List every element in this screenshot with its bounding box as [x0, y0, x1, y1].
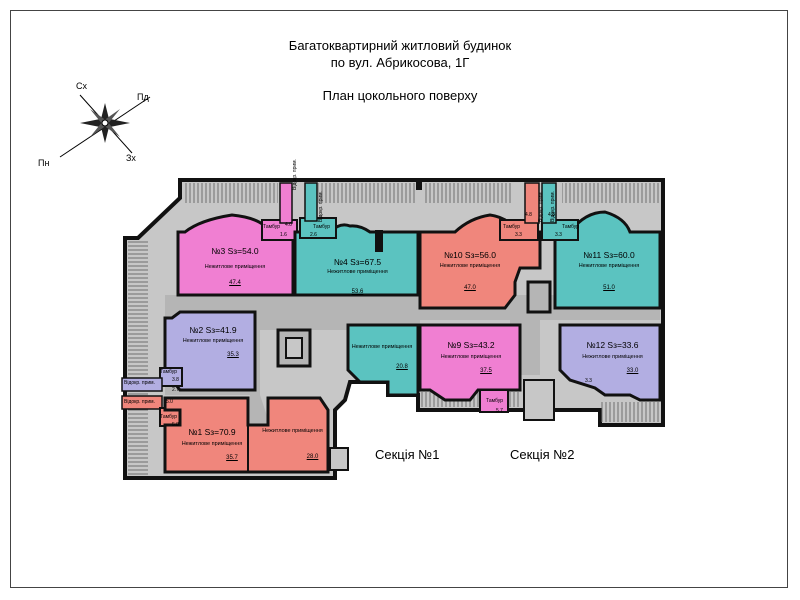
unit-12	[558, 323, 662, 402]
unit-4b-sub: Нежитлове приміщення	[351, 344, 413, 350]
compass-label-pd: Пд	[137, 92, 149, 102]
vestibule-u9	[479, 389, 509, 413]
compass-label-sx: Сх	[76, 81, 87, 91]
area-26-label: 2.6	[310, 232, 317, 238]
tambur-u4-label: Тамбур	[313, 224, 330, 230]
unit-1-title: №1 Sз=70.9	[188, 427, 236, 437]
storage-u11	[541, 182, 557, 224]
shaft-u4	[375, 230, 383, 252]
storage-u4	[304, 182, 318, 222]
unit-4-area: 53.6	[351, 289, 364, 295]
vidokr-u2	[121, 377, 163, 392]
unit-12-area: 33.0	[626, 368, 639, 374]
title-address: по вул. Абрикосова, 1Г	[330, 55, 470, 70]
vidokr-top3-label: Відокр. прим.	[538, 191, 544, 222]
compass-rose-icon	[59, 94, 151, 158]
compass-label-zx: Зх	[126, 153, 136, 163]
area-33b-label: 3.3	[555, 232, 562, 238]
area-27-label: 2.7	[172, 387, 179, 393]
unit-3-title: №3 Sз=54.0	[211, 246, 259, 256]
vidokr-u2-label: Відокр. прим.	[124, 380, 155, 386]
shaft-u1	[329, 447, 349, 471]
section-1-label: Секція №1	[375, 447, 440, 462]
stairs-left	[128, 240, 148, 475]
stairs-bottom-right	[600, 402, 660, 422]
unit-11-title: №11 Sз=60.0	[583, 250, 635, 260]
vestibule-u11	[541, 219, 579, 241]
corridor-main	[165, 295, 660, 425]
area-58-label: 5.8	[172, 422, 179, 428]
area-57-label: 5.7	[496, 408, 503, 414]
stairs-top-mid	[318, 183, 416, 203]
vidokr-u1-label: Відокр. прим.	[124, 399, 155, 405]
unit-2-area: 35.3	[227, 352, 239, 358]
area-33-label: 3.3	[515, 232, 522, 238]
area-40-label: 4.0	[285, 222, 292, 228]
unit-12-title: №12 Sз=33.6	[586, 340, 639, 350]
unit-10-sub: Нежитлове приміщення	[439, 263, 501, 269]
tambur-u10-label: Тамбур	[503, 224, 520, 230]
tambur-u1-label: Тамбур	[160, 414, 177, 420]
vestibule-u10	[499, 219, 539, 241]
tambur-u9-label: Тамбур	[486, 398, 503, 404]
unit-12-sub: Нежитлове приміщення	[582, 354, 643, 360]
unit-4-title: №4 Sз=67.5	[333, 257, 382, 267]
area-48a-label: 4.8	[525, 212, 532, 218]
unit-4-part2	[346, 323, 420, 397]
elevator-right	[526, 280, 552, 314]
stairs-top-right	[424, 183, 512, 203]
unit-2-sub: Нежитлове приміщення	[182, 338, 244, 344]
vidokr-u1	[121, 395, 163, 410]
vidokr-top1-label: Відокр. прим.	[292, 159, 298, 190]
drawing-frame	[10, 10, 788, 588]
vidokr-top4-label: Відокр. прим.	[550, 191, 556, 222]
unit-11-area: 51.0	[603, 285, 615, 291]
unit-9-sub: Нежитлове приміщення	[440, 354, 502, 360]
title-plan: План цокольного поверху	[322, 88, 478, 103]
tambur-u2-label: Тамбур	[160, 369, 177, 375]
tambur-u3-label: Тамбур	[263, 224, 280, 230]
core-inner	[285, 337, 303, 359]
tambur-u11-label: Тамбур	[562, 224, 579, 230]
vestibule-u4	[299, 217, 337, 239]
unit-11-sub: Нежитлове приміщення	[578, 263, 640, 269]
area-48b-label: 4.8	[548, 212, 555, 218]
shaft-bottom	[523, 379, 555, 421]
area-38-label: 3.8	[172, 377, 179, 383]
unit-4b-area: 20.8	[396, 364, 408, 370]
area-50-label: 5.0	[166, 399, 173, 405]
unit-10-area: 47.0	[464, 285, 476, 291]
unit-4-sub: Нежитлове приміщення	[327, 269, 388, 275]
title-building: Багатоквартирний житловий будинок	[288, 38, 512, 53]
area-16-label: 1.6	[280, 232, 287, 238]
unit-1	[163, 396, 330, 474]
area-33c-label: 3.3	[585, 378, 592, 384]
unit-1b-area: 28.0	[306, 454, 319, 460]
stairs-top-far	[562, 183, 660, 203]
unit-1b-sub: Нежитлове приміщення	[262, 428, 323, 434]
compass-label-pn: Пн	[38, 158, 50, 168]
unit-10-title: №10 Sз=56.0	[443, 250, 496, 260]
unit-9-area: 37.5	[480, 368, 492, 374]
storage-u10	[524, 182, 540, 224]
vidokr-top2-label: Відокр. прим.	[318, 191, 324, 222]
stairs-top-left	[183, 183, 278, 203]
unit-3-sub: Нежитлове приміщення	[204, 264, 266, 270]
unit-9	[418, 323, 522, 402]
unit-1-sub: Нежитлове приміщення	[181, 441, 243, 447]
section-2-label: Секція №2	[510, 447, 575, 462]
unit-2-title: №2 Sз=41.9	[189, 325, 237, 335]
unit-1-area: 35.7	[226, 455, 238, 461]
storage-u3	[279, 182, 293, 224]
unit-9-title: №9 Sз=43.2	[447, 340, 495, 350]
tambur-u2	[159, 367, 183, 387]
unit-3-area: 47.4	[229, 280, 241, 286]
